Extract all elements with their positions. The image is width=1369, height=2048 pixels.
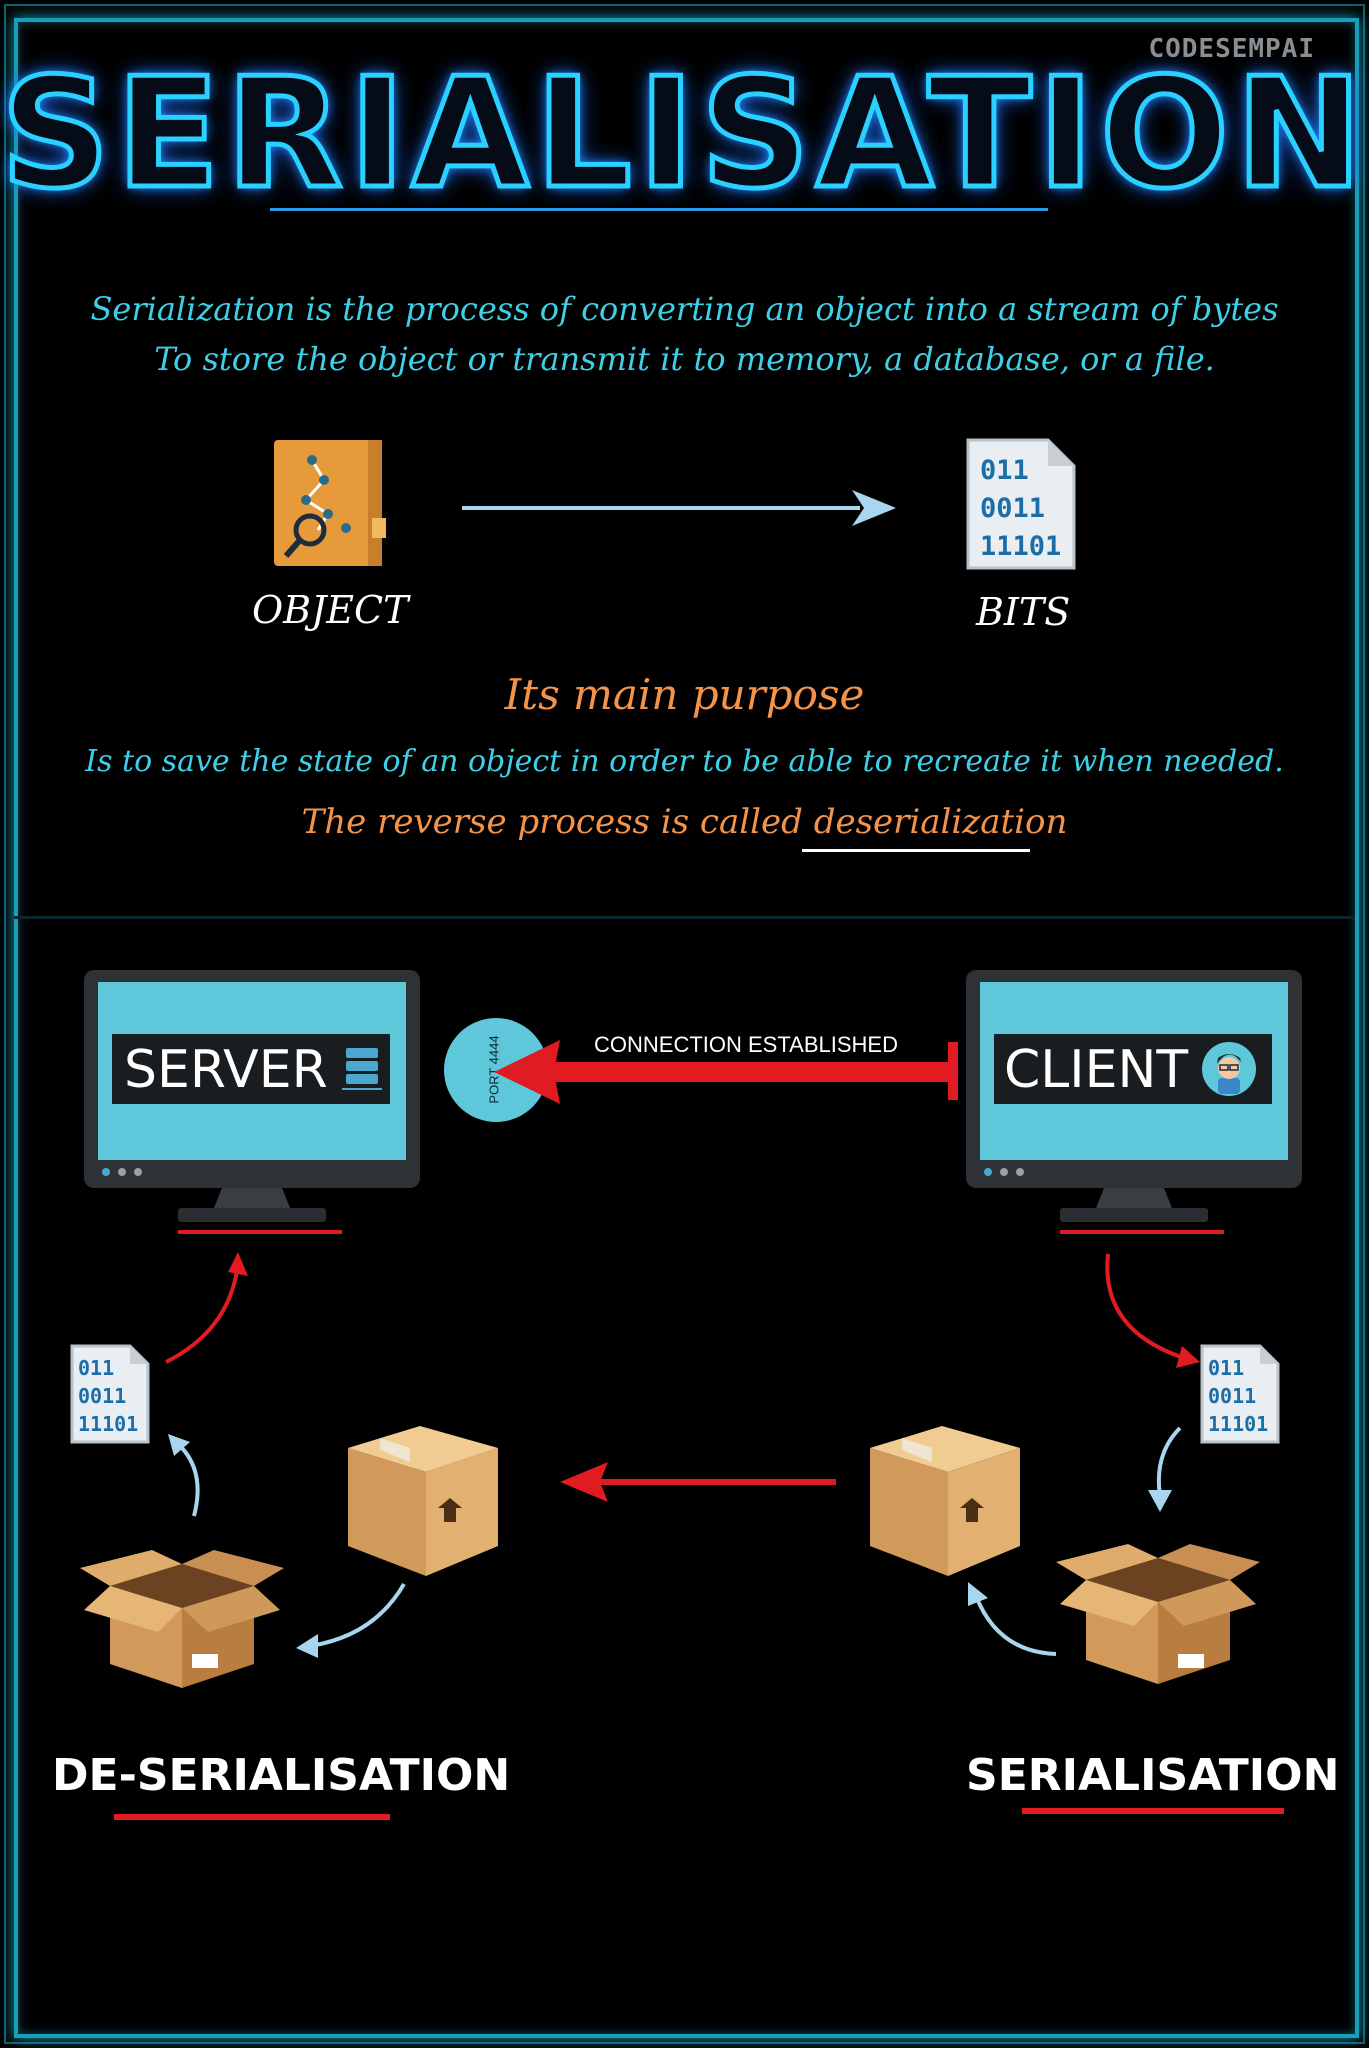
serialisation-underline: [1022, 1808, 1284, 1814]
bin-line: 11101: [980, 531, 1062, 562]
intro-line-2: To store the object or transmit it to me…: [154, 340, 1215, 378]
bin-line: 011: [1208, 1356, 1245, 1380]
bin-line: 11101: [1208, 1412, 1269, 1436]
user-avatar-icon: [1202, 1042, 1256, 1096]
outer-border: [4, 4, 1365, 2044]
bin-line: 0011: [980, 493, 1046, 524]
bin-line: 011: [78, 1356, 115, 1380]
server-label-box: [112, 1034, 390, 1104]
page-frame: [14, 18, 1359, 2038]
bits-label: BITS: [976, 590, 1071, 634]
bits-to-open-box-arrow: [1148, 1426, 1182, 1512]
reverse-term: deserialization: [813, 802, 1068, 842]
reverse-prefix: The reverse process is called: [301, 802, 803, 842]
from-client-red-arrow: [1105, 1253, 1200, 1368]
bin-line: 0011: [1208, 1384, 1257, 1408]
client-label: CLIENT: [1004, 1040, 1189, 1100]
deserialisation-underline: [114, 1814, 390, 1820]
object-label: OBJECT: [252, 588, 409, 632]
object-to-bits-arrow: [462, 490, 896, 526]
left-binary-text: 011 0011 11101: [78, 1354, 138, 1438]
closed-box-right-icon: [870, 1426, 1020, 1576]
connection-arrow: [494, 1040, 958, 1104]
server-base-line: [178, 1230, 342, 1234]
bin-line: 11101: [78, 1412, 139, 1436]
bin-line: 011: [980, 455, 1029, 486]
open-box-left-icon: [80, 1550, 284, 1688]
connection-label: CONNECTION ESTABLISHED: [594, 1032, 898, 1057]
server-label: SERVER: [124, 1040, 328, 1100]
reverse-process-line: The reverse process is called deserializ…: [0, 802, 1369, 842]
bin-line: 0011: [78, 1384, 127, 1408]
closed-box-to-open-box-arrow: [296, 1582, 406, 1658]
bits-binary-text: 011 0011 11101: [980, 452, 1061, 566]
port-circle-icon: [444, 1018, 548, 1122]
left-bits-document-icon: 011 0011 11101: [70, 1344, 150, 1444]
server-rack-icon: [342, 1048, 382, 1090]
deserialisation-label: DE-SERIALISATION: [52, 1750, 511, 1801]
title-underline: [270, 208, 1048, 211]
client-base-line: [1060, 1230, 1224, 1234]
intro-line-1: Serialization is the process of converti…: [90, 290, 1279, 328]
page-title: SERIALISATION: [0, 45, 1369, 222]
transfer-red-arrow: [560, 1462, 836, 1502]
section-divider: [14, 916, 1355, 919]
to-server-red-arrow: [165, 1252, 248, 1364]
purpose-description: Is to save the state of an object in ord…: [85, 744, 1284, 779]
reverse-term-underline: [802, 849, 1030, 852]
closed-box-left-icon: [348, 1426, 498, 1576]
open-box-to-closed-box-arrow: [968, 1582, 1057, 1656]
purpose-heading: Its main purpose: [504, 670, 865, 719]
open-box-right-icon: [1056, 1544, 1260, 1684]
open-box-to-bits-arrow: [168, 1434, 200, 1517]
object-folder-icon: [274, 440, 386, 566]
right-binary-text: 011 0011 11101: [1208, 1354, 1268, 1438]
brand-logo: CODESEMPAI: [1148, 34, 1315, 64]
serialisation-label: SERIALISATION: [966, 1750, 1340, 1801]
right-bits-document-icon: 011 0011 11101: [1200, 1344, 1280, 1444]
bits-document-icon: 011 0011 11101: [966, 438, 1076, 570]
